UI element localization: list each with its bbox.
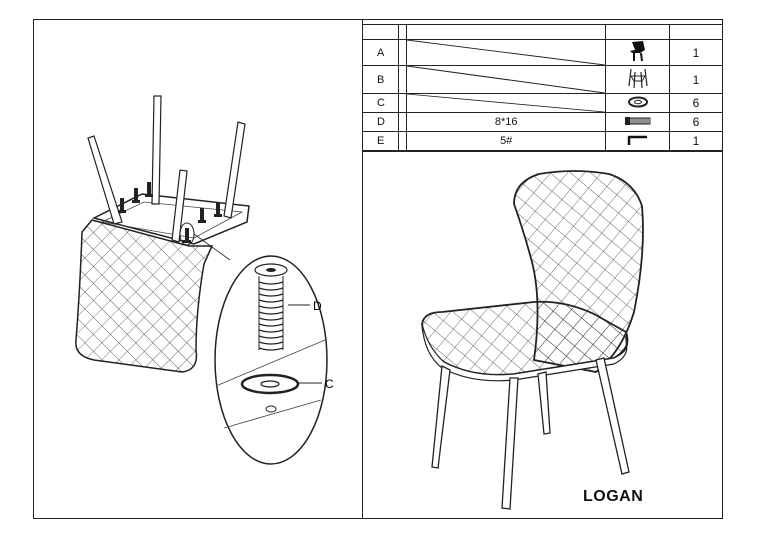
horizontal-divider <box>362 151 723 152</box>
part-name-cell <box>397 93 408 113</box>
callout-label-c: C <box>325 377 334 391</box>
table-row: A 1 <box>362 39 723 66</box>
part-spec: 5# <box>406 131 606 151</box>
part-name-cell <box>397 39 408 66</box>
part-label: A <box>362 39 399 66</box>
part-spec: 8*16 <box>406 112 606 132</box>
part-name-cell <box>397 131 408 151</box>
bolt-detail <box>254 263 288 351</box>
product-name: LOGAN <box>583 488 644 505</box>
part-qty: 1 <box>669 131 723 151</box>
bolt-icon <box>605 112 670 132</box>
assembled-chair <box>421 170 644 510</box>
part-qty: 1 <box>669 65 723 94</box>
table-row: E 5# 1 <box>362 131 723 151</box>
chair-illustration <box>421 170 644 510</box>
part-name-cell <box>397 65 408 94</box>
table-row: D 8*16 6 <box>362 112 723 132</box>
part-label: C <box>362 93 399 113</box>
washer-detail <box>240 373 300 395</box>
allen-key-icon <box>605 131 670 151</box>
part-spec <box>406 65 606 94</box>
part-spec <box>406 93 606 113</box>
callout-label-d: D <box>313 299 322 313</box>
seat-shell-icon <box>605 39 670 66</box>
detail-callout: D C <box>214 255 334 465</box>
leg-frame-icon <box>605 65 670 94</box>
part-qty: 6 <box>669 93 723 113</box>
part-qty: 6 <box>669 112 723 132</box>
table-row: B 1 <box>362 65 723 94</box>
parts-table: A 1 B 1 C 6 D 8*16 6 E 5# <box>362 24 723 151</box>
part-label: D <box>362 112 399 132</box>
table-row: C 6 <box>362 93 723 113</box>
part-name-cell <box>397 112 408 132</box>
part-qty: 1 <box>669 39 723 66</box>
part-label: E <box>362 131 399 151</box>
upside-down-chair <box>75 95 250 373</box>
washer-icon <box>605 93 670 113</box>
part-spec <box>406 39 606 66</box>
vertical-divider <box>362 19 363 519</box>
part-label: B <box>362 65 399 94</box>
page-frame <box>33 19 723 519</box>
assembly-illustration: D C <box>75 95 334 465</box>
table-header-row <box>362 24 723 40</box>
